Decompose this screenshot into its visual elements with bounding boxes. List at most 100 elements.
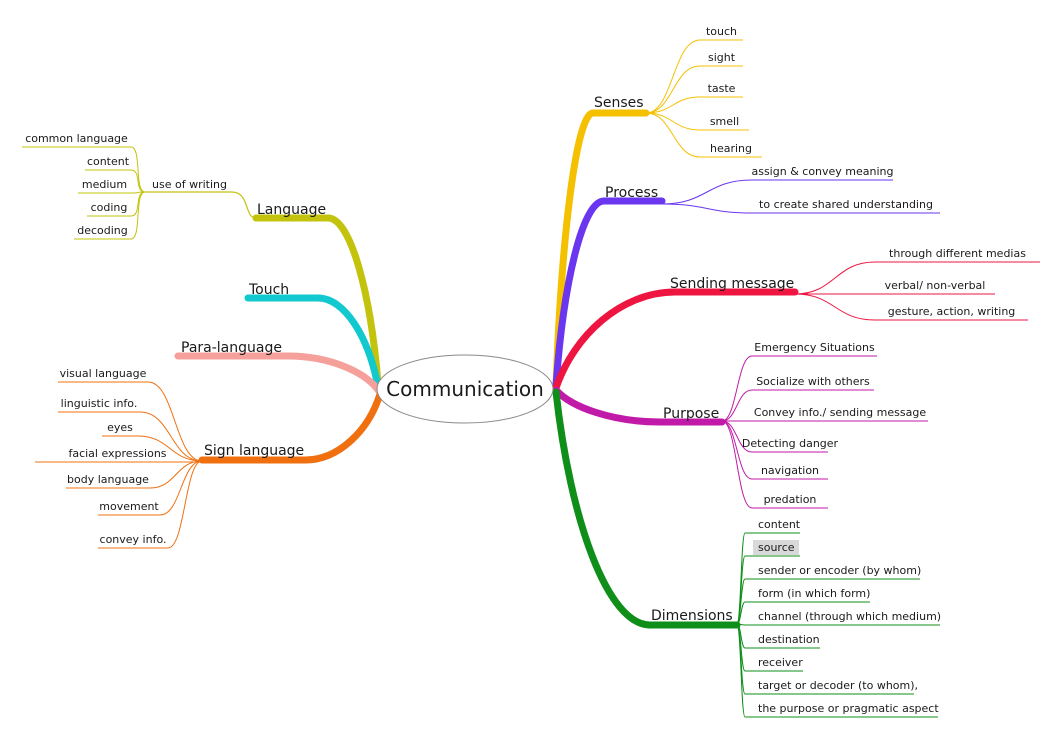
leaf-node[interactable]: channel (through which medium)	[736, 610, 941, 626]
leaf-label: Convey info./ sending message	[754, 406, 926, 419]
leaf-node[interactable]: Detecting danger	[721, 420, 839, 453]
leaf-label: verbal/ non-verbal	[885, 279, 986, 292]
process-connector	[552, 197, 608, 390]
leaf-label: navigation	[761, 464, 819, 477]
branch-process[interactable]: Process assign & convey meaning to create …	[552, 165, 940, 390]
leaf-label: sender or encoder (by whom)	[758, 564, 921, 577]
senses-label: Senses	[594, 95, 644, 111]
leaf-node[interactable]: Emergency Situations	[721, 341, 877, 422]
leaf-label: coding	[91, 201, 128, 214]
leaf-connector	[794, 293, 876, 321]
leaf-connector	[736, 601, 746, 625]
leaf-connector	[661, 179, 753, 205]
paralanguage-label: Para-language	[181, 340, 282, 356]
dimensions-label: Dimensions	[651, 608, 733, 624]
leaf-label: Emergency Situations	[754, 341, 875, 354]
leaf-node[interactable]: navigation	[721, 420, 828, 480]
leaf-label: decoding	[77, 224, 128, 237]
leaf-label: hearing	[710, 142, 752, 155]
leaf-node[interactable]: hearing	[645, 112, 762, 158]
leaf-node[interactable]: coding	[87, 191, 146, 217]
leaf-node[interactable]: touch	[645, 25, 743, 114]
leaf-connector	[137, 435, 203, 462]
leaf-node[interactable]: eyes	[102, 421, 203, 462]
leaf-node[interactable]: common language	[22, 132, 146, 193]
leaf-label: smell	[710, 115, 739, 128]
touch-label: Touch	[248, 282, 289, 298]
leaf-label: gesture, action, writing	[888, 305, 1016, 318]
leaf-connector	[167, 460, 203, 549]
leaf-connector	[645, 112, 701, 131]
leaf-connector	[130, 191, 146, 240]
leaf-node[interactable]: Convey info./ sending message	[721, 406, 928, 422]
leaf-label: medium	[82, 178, 127, 191]
leaf-node[interactable]: facial expressions	[35, 447, 203, 463]
language-label: Language	[257, 202, 326, 218]
leaf-label: predation	[764, 493, 817, 506]
leaf-label: taste	[708, 82, 736, 95]
subtopic-connector	[231, 191, 257, 219]
leaf-node[interactable]: content	[85, 155, 146, 193]
leaf-node[interactable]: decoding	[74, 191, 146, 240]
leaf-node[interactable]: Socialize with others	[721, 375, 874, 422]
leaf-node[interactable]: linguistic info.	[58, 397, 203, 462]
leaf-label: linguistic info.	[61, 397, 138, 410]
central-topic-ellipse	[376, 354, 554, 424]
purpose-connector	[552, 386, 664, 426]
paralanguage-connector	[284, 352, 382, 394]
leaf-connector	[736, 532, 746, 625]
leaf-label: assign & convey meaning	[751, 165, 893, 178]
leaf-node[interactable]: destination	[736, 623, 820, 649]
leaf-node[interactable]: movement	[98, 460, 203, 516]
leaf-node[interactable]: verbal/ non-verbal	[794, 279, 995, 295]
leaf-node[interactable]: taste	[645, 82, 743, 114]
leaf-node[interactable]: smell	[645, 112, 749, 131]
leaf-connector	[721, 420, 753, 509]
leaf-label: receiver	[758, 656, 803, 669]
leaf-connector	[147, 381, 203, 462]
leaf-label: the purpose or pragmatic aspect	[758, 702, 939, 715]
leaf-connector	[721, 420, 753, 480]
leaf-node[interactable]: sight	[645, 51, 743, 114]
leaf-label: form (in which form)	[758, 587, 870, 600]
leaf-label: to create shared understanding	[759, 198, 933, 211]
leaf-node[interactable]: medium	[78, 178, 146, 194]
branch-paralanguage[interactable]: Para-language	[174, 340, 382, 394]
leaf-connector	[721, 355, 753, 422]
leaf-node[interactable]: form (in which form)	[736, 587, 870, 625]
leaf-label: common language	[25, 132, 128, 145]
leaf-node[interactable]: convey info.	[98, 460, 203, 549]
leaf-label: channel (through which medium)	[758, 610, 941, 623]
language-connector	[324, 214, 382, 387]
leaf-node[interactable]: body language	[66, 460, 203, 489]
leaf-node[interactable]: through different medias	[794, 247, 1040, 295]
leaf-node[interactable]: assign & convey meaning	[661, 165, 894, 205]
leaf-label: visual language	[60, 367, 147, 380]
leaf-connector	[645, 112, 701, 158]
leaf-node[interactable]: the purpose or pragmatic aspect	[736, 623, 939, 718]
central-topic[interactable]: Communication	[376, 354, 554, 424]
leaf-connector	[159, 460, 203, 516]
leaf-label: touch	[706, 25, 737, 38]
signlanguage-connector	[301, 390, 384, 464]
leaf-node[interactable]: predation	[721, 420, 828, 509]
leaf-label: facial expressions	[68, 447, 166, 460]
touch-connector	[314, 294, 382, 391]
leaf-node[interactable]: gesture, action, writing	[794, 293, 1028, 321]
leaf-node[interactable]: to create shared understanding	[661, 198, 940, 214]
process-label: Process	[605, 185, 658, 201]
leaf-label: target or decoder (to whom),	[758, 679, 918, 692]
leaf-node[interactable]: visual language	[58, 367, 203, 462]
branch-touch[interactable]: Touch	[244, 282, 382, 391]
leaf-label: source	[758, 541, 795, 554]
selection-highlight	[753, 540, 799, 555]
